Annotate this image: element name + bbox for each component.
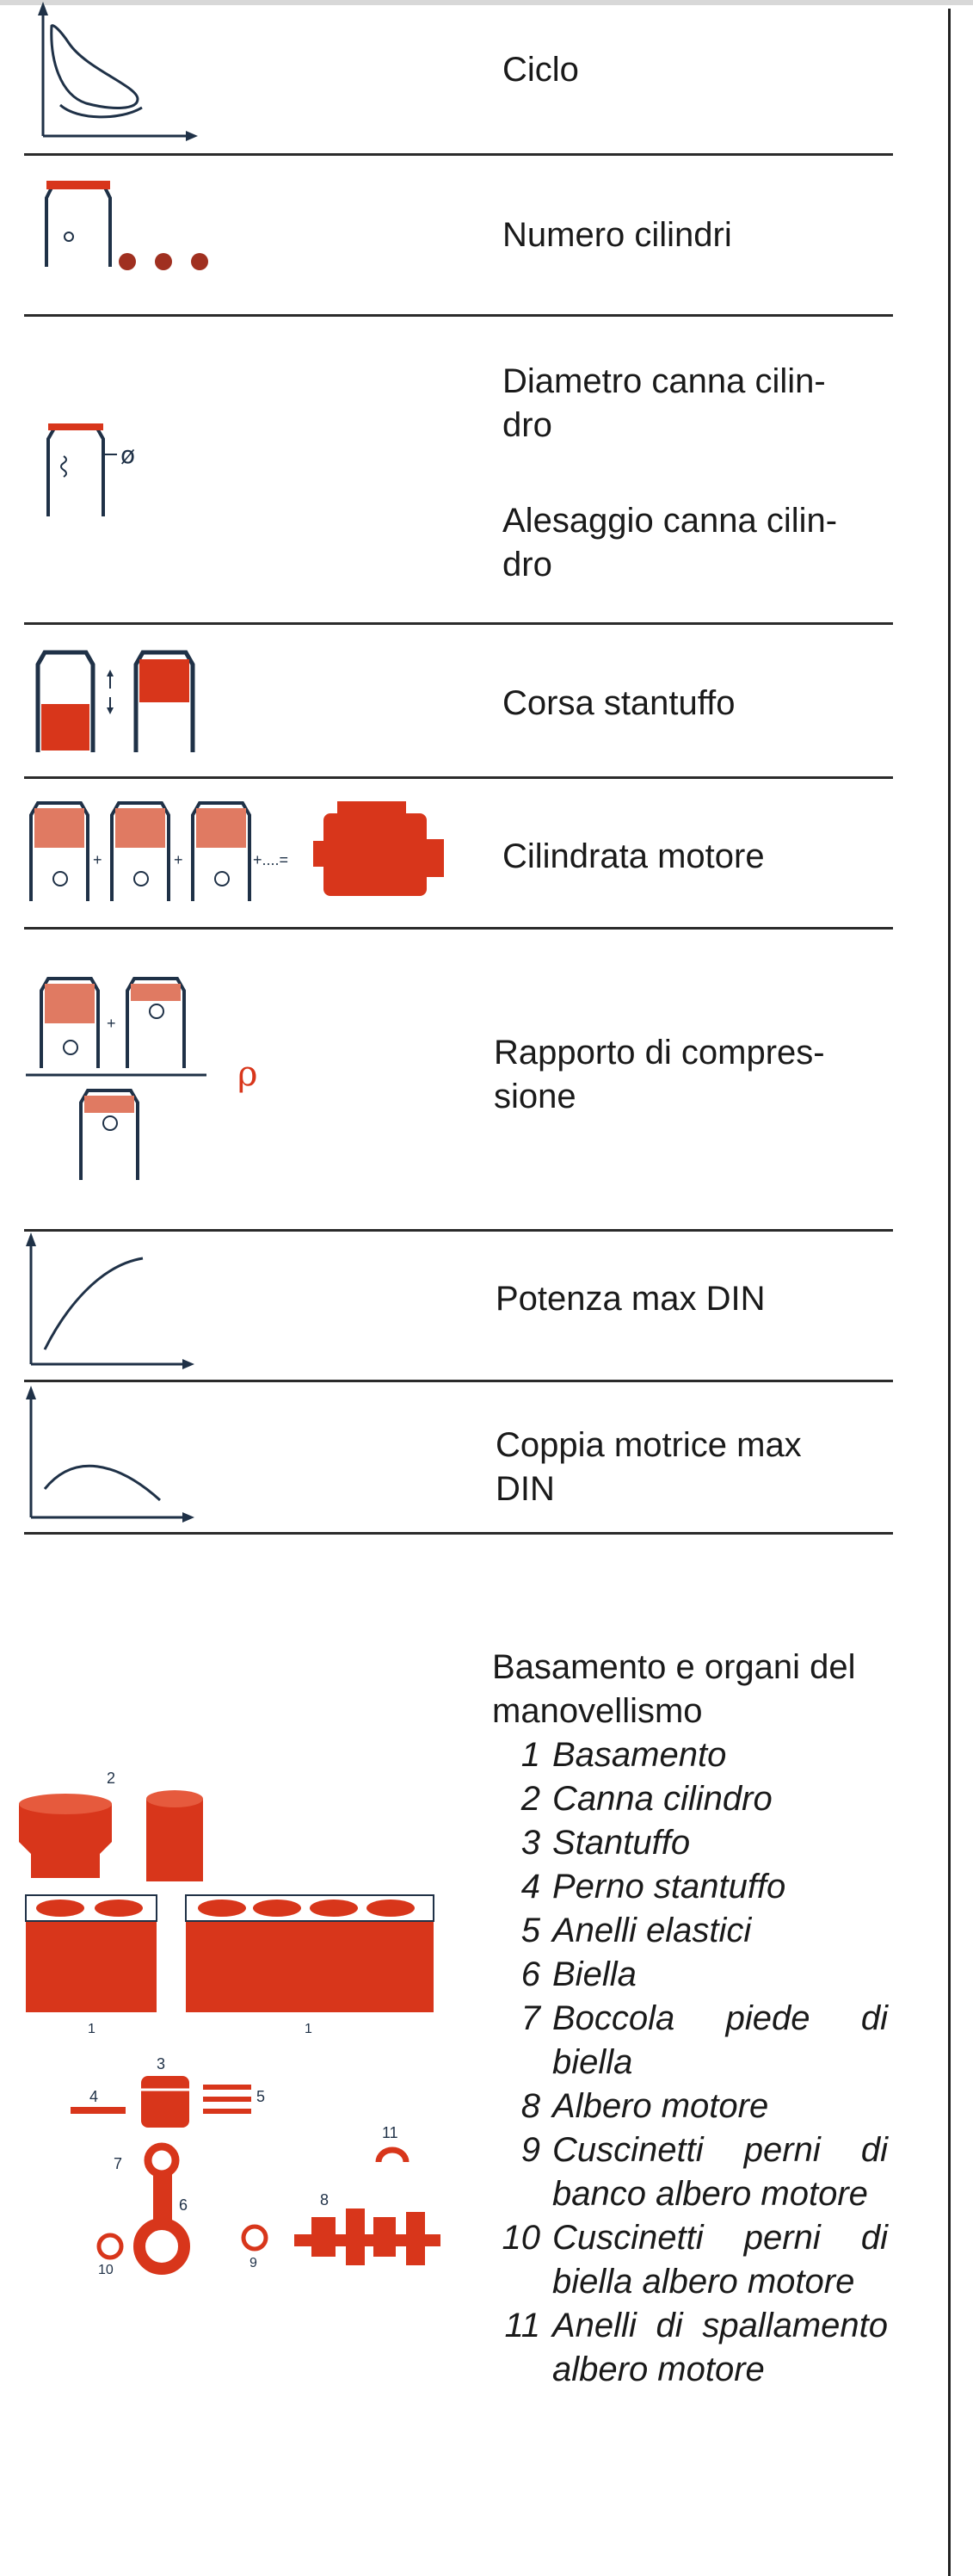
parts-list-item: 8 Albero motore [492,2085,888,2128]
cylinder-count-icon [45,181,208,270]
parts-list-item: 6 Biella [492,1953,888,1997]
parts-list-number: 10 [502,2219,541,2257]
callout-10: 10 [98,2263,114,2277]
callout-3: 3 [157,2055,165,2073]
svg-text:+: + [174,851,183,868]
row-label-rapporto-compressione: Rapporto di compres- sione [494,1034,825,1115]
right-border-line [948,9,951,2576]
row-separator [24,776,893,779]
parts-list-text: Basamento [552,1736,727,1774]
callout-1: 1 [88,2022,95,2036]
parts-list-text: Anelli di spallamento albero motore [552,2307,888,2388]
parts-list-text: Stantuffo [552,1824,691,1862]
callout-1: 1 [305,2022,312,2036]
parts-list-text: Canna cilindro [552,1780,773,1818]
parts-list-item: 10 Cuscinetti perni di biella albero moto… [492,2216,889,2304]
top-edge [0,0,973,5]
row-separator [24,622,893,625]
row-label-potenza-max-din: Potenza max DIN [496,1280,766,1318]
parts-list-item: 4 Perno stantuffo [492,1865,888,1909]
svg-text:+: + [93,851,102,868]
piston-icon [141,2076,189,2128]
parts-list-number: 7 [520,1999,540,2037]
parts-list-text: Perno stantuffo [552,1868,786,1906]
parts-list-item: 11 Anelli di spallamento albero motore [492,2304,888,2392]
row-label-numero-cilindri: Numero cilindri [502,216,732,254]
parts-list-number: 2 [520,1780,540,1818]
engine-displacement-icon: + + +....= [29,801,444,901]
parts-list-number: 4 [520,1868,540,1906]
callout-4: 4 [89,2088,98,2105]
cylinder-liner-icon [19,1794,112,1878]
piston-stroke-icon [35,650,195,752]
parts-list-text: Anelli elastici [552,1912,752,1949]
parts-list-item: 2 Canna cilindro [492,1777,888,1821]
row-label-ciclo: Ciclo [502,51,579,89]
callout-5: 5 [256,2088,265,2105]
row-label-corsa-stantuffo: Corsa stantuffo [502,684,736,722]
parts-list-item: 3 Stantuffo [492,1821,888,1865]
engine-block-icon [313,801,444,896]
basamento-title: Basamento e organi del manovellismo [492,1648,856,1730]
callout-9: 9 [249,2256,257,2270]
row-separator [24,1532,893,1535]
parts-list-item: 1 Basamento [492,1733,888,1777]
compression-ratio-icon: + ρ [26,977,258,1180]
row-separator [24,314,893,317]
parts-list-text: Cuscinetti perni di biella albero motore [552,2219,888,2301]
row-label-diametro: Diametro canna cilin- dro [502,362,826,444]
row-separator [24,1229,893,1232]
parts-list-text: Cuscinetti perni di banco albero motore [552,2131,888,2213]
callout-6: 6 [179,2196,188,2214]
bushing-icon [96,2233,124,2260]
callout-2: 2 [107,1770,115,1787]
parts-list-text: Biella [552,1955,637,1993]
parts-list-number: 9 [520,2131,540,2169]
parts-list-item: 5 Anelli elastici [492,1909,888,1953]
row-label-coppia-motrice-max-din: Coppia motrice max DIN [496,1426,802,1508]
row-separator [24,153,893,156]
row-label-alesaggio: Alesaggio canna cilin- dro [502,502,838,584]
parts-list-number: 8 [520,2087,540,2125]
crankshaft-icon [294,2208,440,2265]
engine-block-large-icon [185,1894,434,2012]
bore-symbol: ø [120,441,135,469]
callout-7: 7 [114,2155,122,2172]
parts-list-text: Albero motore [552,2087,769,2125]
parts-list-number: 1 [520,1736,540,1774]
callout-8: 8 [320,2191,329,2208]
piston-pin-icon [71,2107,126,2114]
engine-block-small-icon [25,1894,157,2012]
pv-cycle-diagram-icon [38,2,198,141]
torque-curve-icon [26,1386,194,1523]
parts-list-item: 9 Cuscinetti perni di banco albero motore [492,2128,888,2216]
piston-rings-icon [203,2085,251,2114]
rho-symbol: ρ [237,1054,258,1094]
row-label-cilindrata-motore: Cilindrata motore [502,837,765,875]
row-separator [24,927,893,930]
parts-list-text: Boccola piede di biella [552,1999,888,2081]
parts-list-number: 6 [520,1955,540,1993]
bearing-icon [241,2224,268,2252]
power-curve-icon [26,1232,194,1369]
basamento-parts-list: Basamento e organi del manovellismo 1 Bas… [492,1646,888,2392]
cylinder-bore-icon: ø [46,423,135,516]
svg-text:+: + [107,1015,116,1032]
parts-list-item: 7 Boccola piede di biella [492,1997,888,2085]
parts-list-number: 11 [504,2307,540,2344]
callout-11: 11 [382,2124,398,2141]
crank-mechanism-illustration: 2 1 1 3 4 [19,1770,440,2277]
connecting-rod-icon [133,2142,190,2275]
cylinder-liner-icon [146,1790,203,1881]
plus-equals-symbol: +....= [253,851,288,868]
parts-list-number: 3 [520,1824,540,1862]
row-separator [24,1380,893,1382]
thrust-ring-icon [375,2147,410,2163]
parts-list-number: 5 [520,1912,540,1949]
